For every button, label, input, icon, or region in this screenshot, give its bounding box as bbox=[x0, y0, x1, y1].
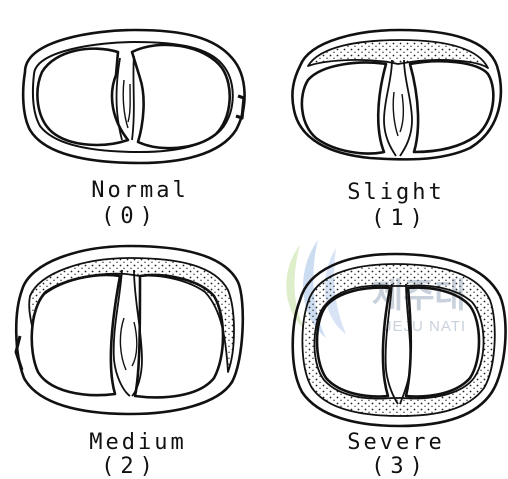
fluid-band bbox=[29, 258, 234, 372]
septum bbox=[386, 284, 411, 404]
cross-section-severe bbox=[293, 254, 506, 426]
right-lobe bbox=[135, 275, 223, 397]
right-lobe bbox=[132, 45, 230, 148]
score-medium: (2) bbox=[70, 456, 190, 478]
score-slight: (1) bbox=[340, 208, 460, 230]
septum bbox=[384, 60, 412, 156]
right-lobe bbox=[406, 288, 479, 397]
left-lobe bbox=[317, 288, 390, 397]
score-severe: (3) bbox=[340, 456, 460, 478]
left-lobe bbox=[32, 275, 120, 395]
label-severe: Severe bbox=[306, 432, 486, 454]
fluid-band bbox=[302, 264, 494, 416]
left-lobe bbox=[37, 49, 128, 145]
label-slight: Slight bbox=[306, 182, 486, 204]
cross-section-slight bbox=[292, 30, 500, 159]
septum bbox=[117, 56, 135, 140]
cross-section-medium bbox=[16, 246, 243, 414]
label-medium: Medium bbox=[48, 432, 228, 454]
label-normal: Normal bbox=[50, 180, 230, 202]
cross-section-normal bbox=[23, 30, 244, 163]
score-normal: (0) bbox=[70, 206, 190, 228]
